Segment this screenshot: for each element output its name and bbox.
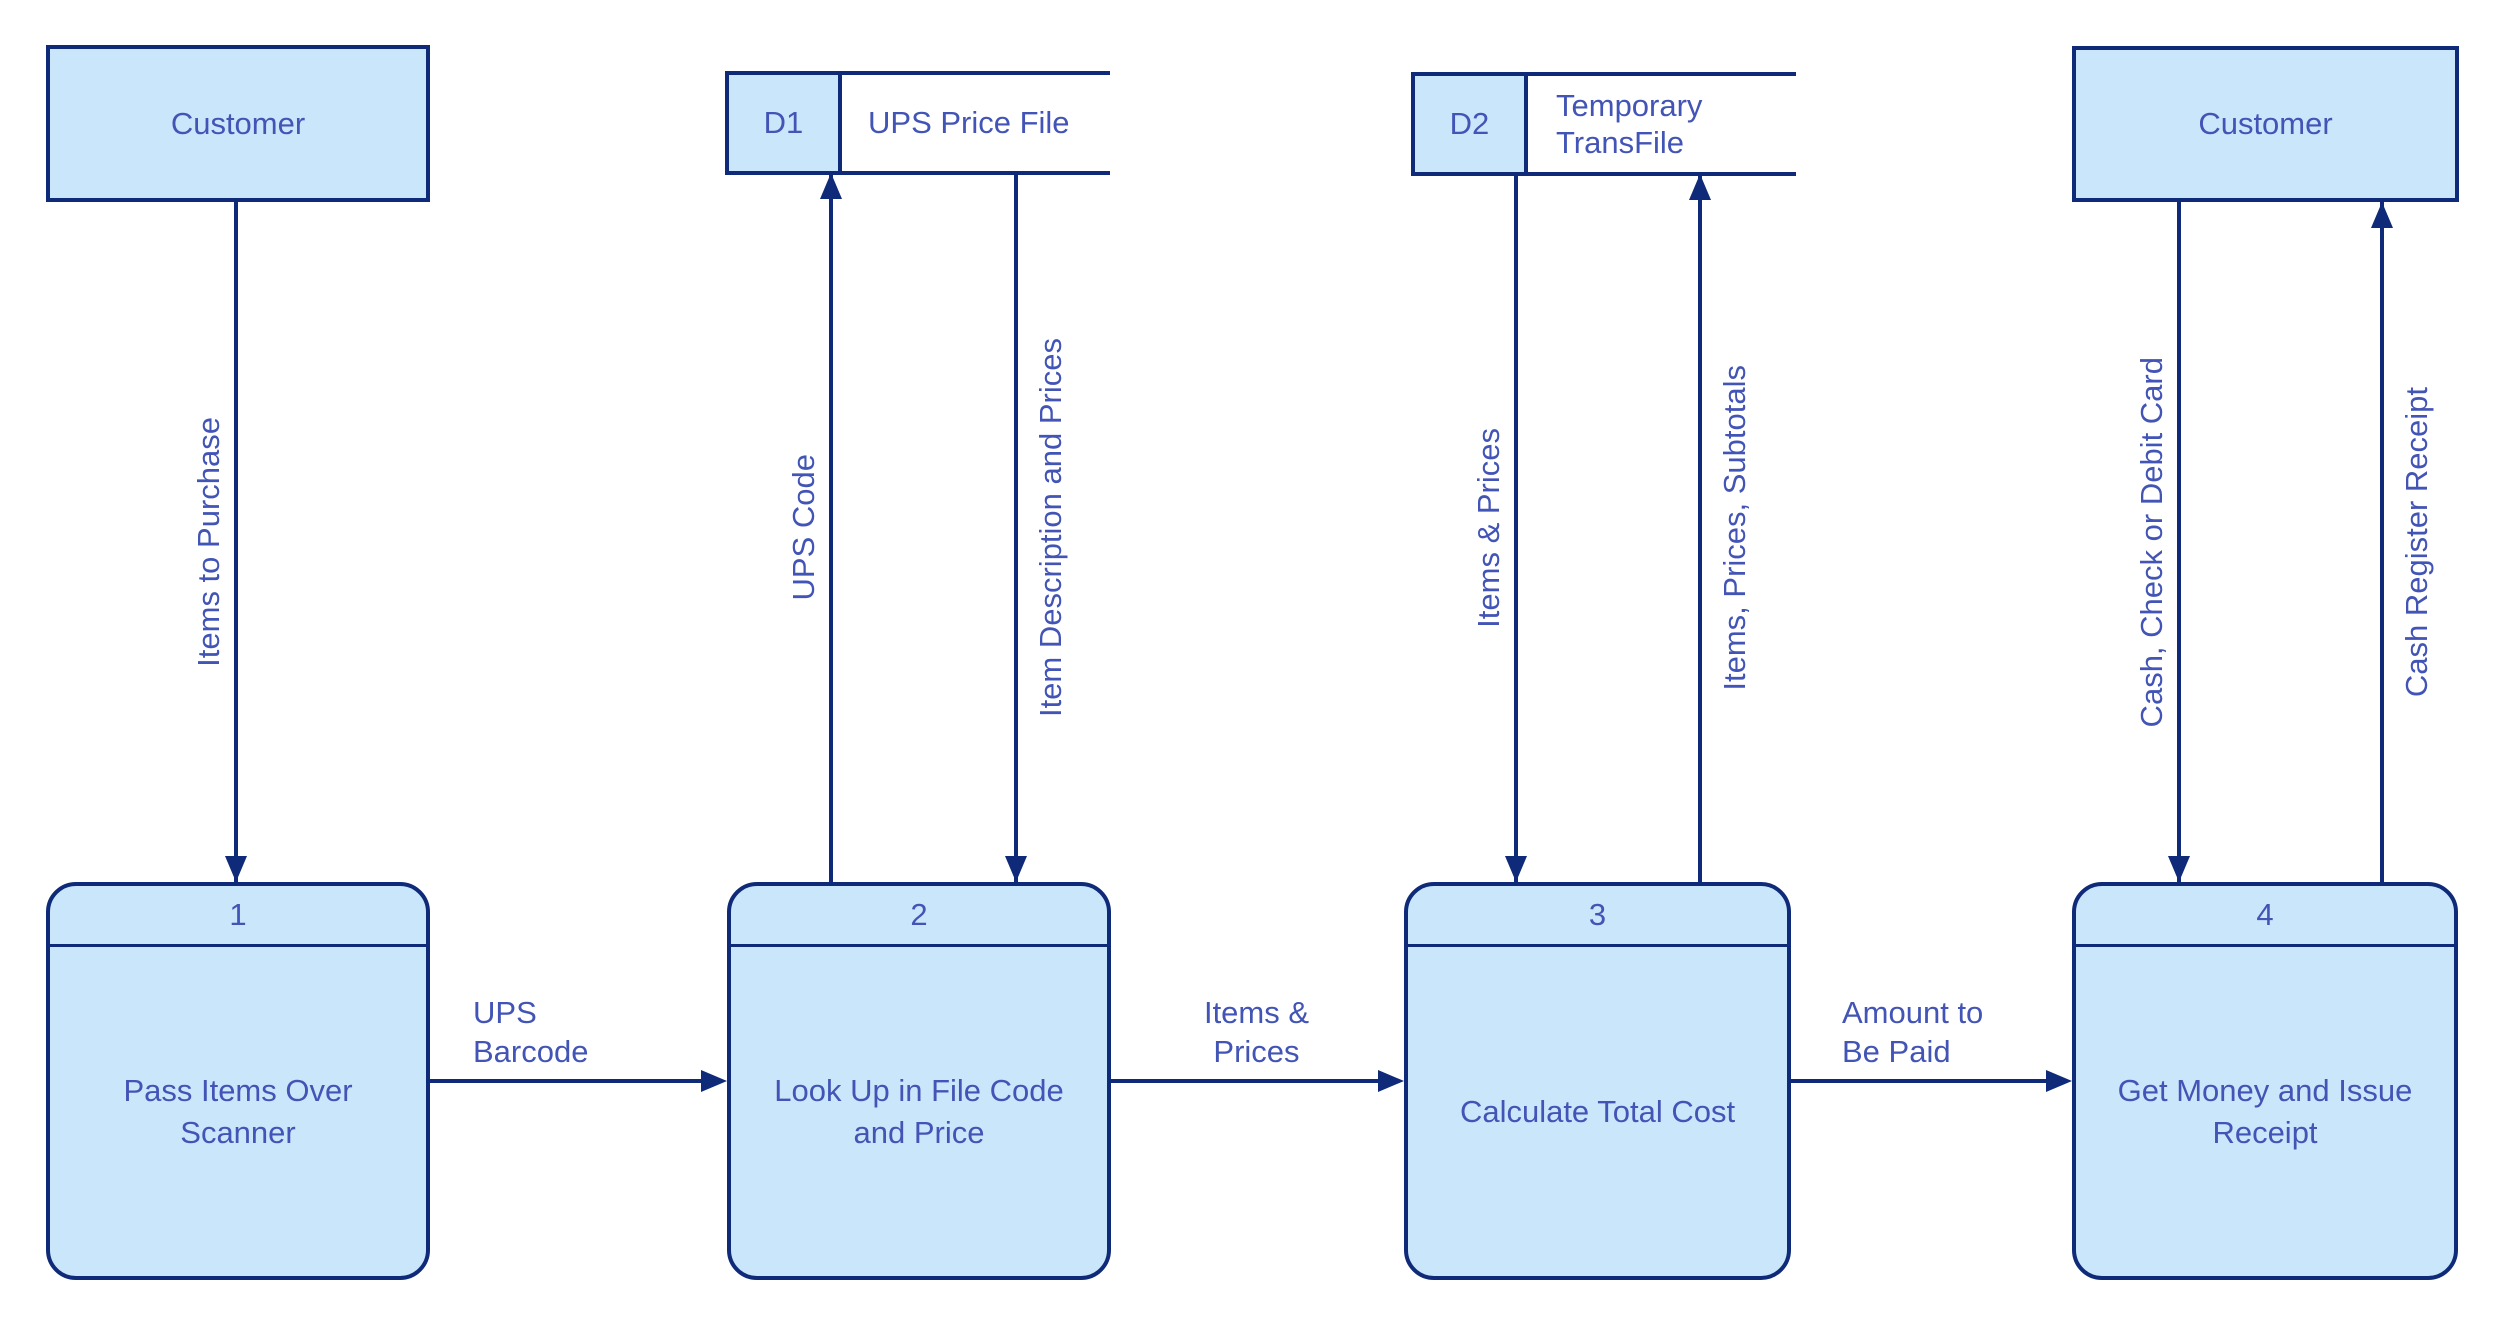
flow-line-cash-register-receipt	[2380, 202, 2384, 882]
datastore-d1: D1 UPS Price File	[725, 71, 1110, 175]
datastore-d1-code: D1	[725, 75, 842, 171]
entity-customer-left: Customer	[46, 45, 430, 202]
flow-line-items-to-purchase	[234, 202, 238, 882]
flow-arrowhead-items-and-prices-h	[1378, 1070, 1404, 1092]
flow-line-ups-barcode	[430, 1079, 703, 1083]
datastore-d2-code: D2	[1411, 76, 1528, 172]
datastore-d2-name: Temporary TransFile	[1556, 87, 1703, 160]
flow-line-items-prices-subtotals	[1698, 174, 1702, 882]
flow-line-items-and-prices-h	[1111, 1079, 1380, 1083]
process-1-number: 1	[50, 886, 426, 947]
flow-arrowhead-cash-check-or-debit-card	[2168, 856, 2190, 882]
process-1-name: Pass Items Over Scanner	[123, 1072, 353, 1150]
process-4-name: Get Money and Issue Receipt	[2117, 1072, 2413, 1150]
flow-label-items-and-prices-v: Items & Prices	[1471, 428, 1506, 628]
flow-label-ups-code: UPS Code	[786, 454, 821, 601]
flow-line-items-and-prices-v	[1514, 174, 1518, 882]
flow-line-cash-check-or-debit-card	[2177, 202, 2181, 882]
flow-label-ups-barcode: UPS Barcode	[473, 995, 589, 1069]
entity-customer-right-label: Customer	[2198, 106, 2333, 141]
entity-customer-right: Customer	[2072, 46, 2459, 202]
process-2-number: 2	[731, 886, 1107, 947]
process-1: 1 Pass Items Over Scanner	[46, 882, 430, 1280]
process-4: 4 Get Money and Issue Receipt	[2072, 882, 2458, 1280]
process-2: 2 Look Up in File Code and Price	[727, 882, 1111, 1280]
flow-arrowhead-items-and-prices-v	[1505, 856, 1527, 882]
process-2-name: Look Up in File Code and Price	[774, 1072, 1064, 1150]
flow-label-amount-to-be-paid: Amount to Be Paid	[1842, 995, 1984, 1069]
flow-arrowhead-item-description-prices	[1005, 856, 1027, 882]
flow-arrowhead-amount-to-be-paid	[2046, 1070, 2072, 1092]
flow-label-items-to-purchase: Items to Purchase	[191, 417, 226, 667]
flow-line-ups-code	[829, 173, 833, 882]
flow-label-item-description-prices: Item Description and Prices	[1033, 337, 1068, 718]
datastore-d1-name: UPS Price File	[868, 105, 1070, 141]
flow-label-cash-register-receipt: Cash Register Receipt	[2399, 386, 2434, 698]
process-3: 3 Calculate Total Cost	[1404, 882, 1791, 1280]
flow-label-cash-check-or-debit-card: Cash, Check or Debit Card	[2134, 356, 2169, 728]
entity-customer-left-label: Customer	[170, 105, 306, 141]
flow-line-item-description-prices	[1014, 173, 1018, 882]
datastore-d2: D2 Temporary TransFile	[1411, 72, 1796, 176]
flow-label-items-and-prices-h: Items & Prices	[1203, 995, 1310, 1069]
flow-line-amount-to-be-paid	[1791, 1079, 2046, 1083]
process-4-number: 4	[2076, 886, 2454, 947]
process-3-number: 3	[1408, 886, 1787, 947]
flow-arrowhead-cash-register-receipt	[2371, 202, 2393, 228]
flow-label-items-prices-subtotals: Items, Prices, Subtotals	[1717, 365, 1752, 691]
flow-arrowhead-ups-barcode	[701, 1070, 727, 1092]
flow-arrowhead-items-prices-subtotals	[1689, 174, 1711, 200]
flow-arrowhead-items-to-purchase	[225, 856, 247, 882]
flow-arrowhead-ups-code	[820, 173, 842, 199]
process-3-name: Calculate Total Cost	[1459, 1093, 1736, 1129]
